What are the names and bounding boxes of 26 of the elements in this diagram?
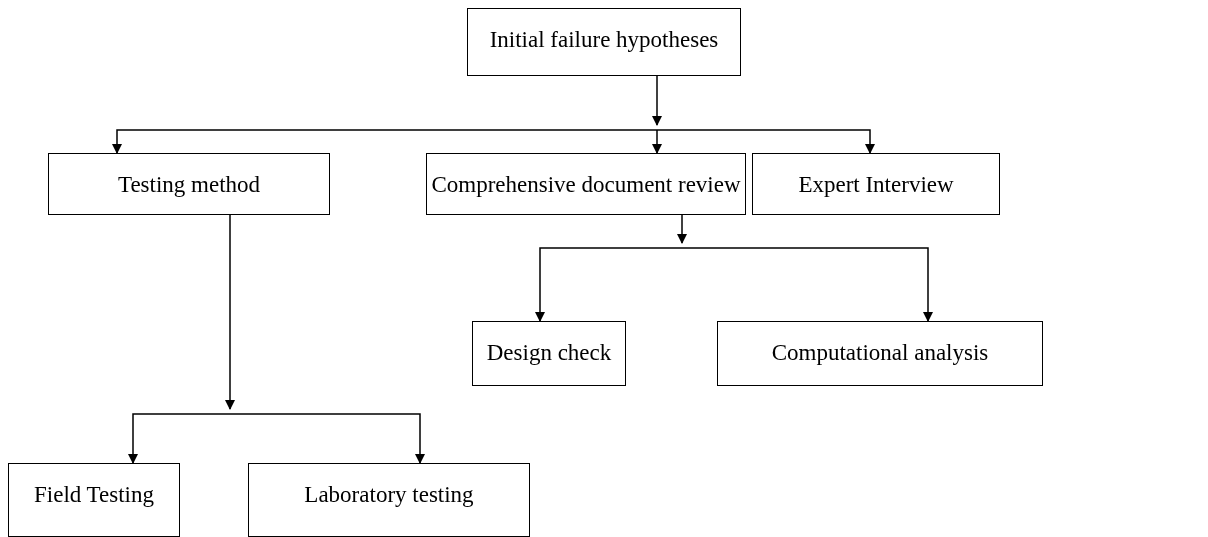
box-label: Field Testing (34, 482, 154, 509)
connector-arrow (229, 413, 425, 464)
process-box (8, 463, 180, 537)
process-box (467, 8, 741, 76)
box-label: Design check (486, 340, 612, 367)
connector-arrow (535, 247, 683, 322)
process-box (426, 153, 746, 215)
box-label: Comprehensive document review (431, 172, 741, 199)
process-box (248, 463, 530, 537)
box-label: Laboratory testing (304, 482, 474, 509)
process-box (752, 153, 1000, 215)
process-box (472, 321, 626, 386)
connector-arrow (677, 214, 687, 244)
connector-arrow (652, 75, 662, 126)
process-box (717, 321, 1043, 386)
connector-arrow (112, 129, 658, 154)
connector-arrow (681, 247, 933, 322)
connector-arrow (652, 129, 662, 154)
connector-arrow (128, 413, 231, 464)
box-label: Testing method (117, 172, 261, 199)
connector-arrow (225, 214, 235, 410)
process-box (48, 153, 330, 215)
connector-arrow (656, 129, 875, 154)
box-label: Initial failure hypotheses (489, 27, 719, 54)
box-label: Computational analysis (771, 340, 989, 367)
box-label: Expert Interview (798, 172, 954, 199)
